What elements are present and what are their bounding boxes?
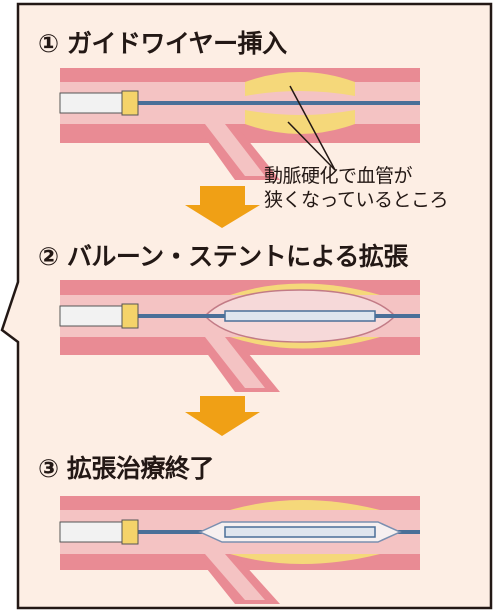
vessel-branch-lumen (205, 554, 265, 600)
down-arrow-2 (185, 396, 260, 436)
vessel-branch-lumen (205, 337, 265, 388)
vessel-diagram-3 (59, 496, 420, 604)
stent (224, 526, 376, 538)
plaque-bottom (245, 110, 355, 134)
step-2-title: ② バルーン・ステントによる拡張 (38, 242, 408, 271)
callout-line-2: 狭くなっているところ (264, 189, 449, 211)
callout-label: 動脈硬化で血管が 狭くなっているところ (264, 164, 449, 212)
step-3-title: ③ 拡張治療終了 (38, 454, 214, 483)
plaque-top (230, 500, 380, 510)
vessel-diagram-2 (59, 280, 420, 392)
vessel-branch-lumen (205, 124, 265, 176)
step-1-title: ① ガイドワイヤー挿入 (38, 29, 287, 58)
vessel-diagram-1 (59, 68, 420, 180)
catheter-tip (121, 519, 139, 545)
pointer-line (289, 85, 336, 171)
catheter-tip (121, 303, 139, 329)
catheter (59, 521, 126, 543)
plaque-top (245, 72, 355, 96)
catheter-tip (121, 90, 139, 116)
stent (224, 310, 376, 322)
catheter (59, 305, 126, 327)
down-arrow-1 (185, 186, 260, 228)
pointer-line (287, 121, 336, 171)
callout-line-1: 動脈硬化で血管が (264, 165, 413, 187)
catheter (59, 92, 126, 114)
plaque-bottom (230, 554, 380, 564)
